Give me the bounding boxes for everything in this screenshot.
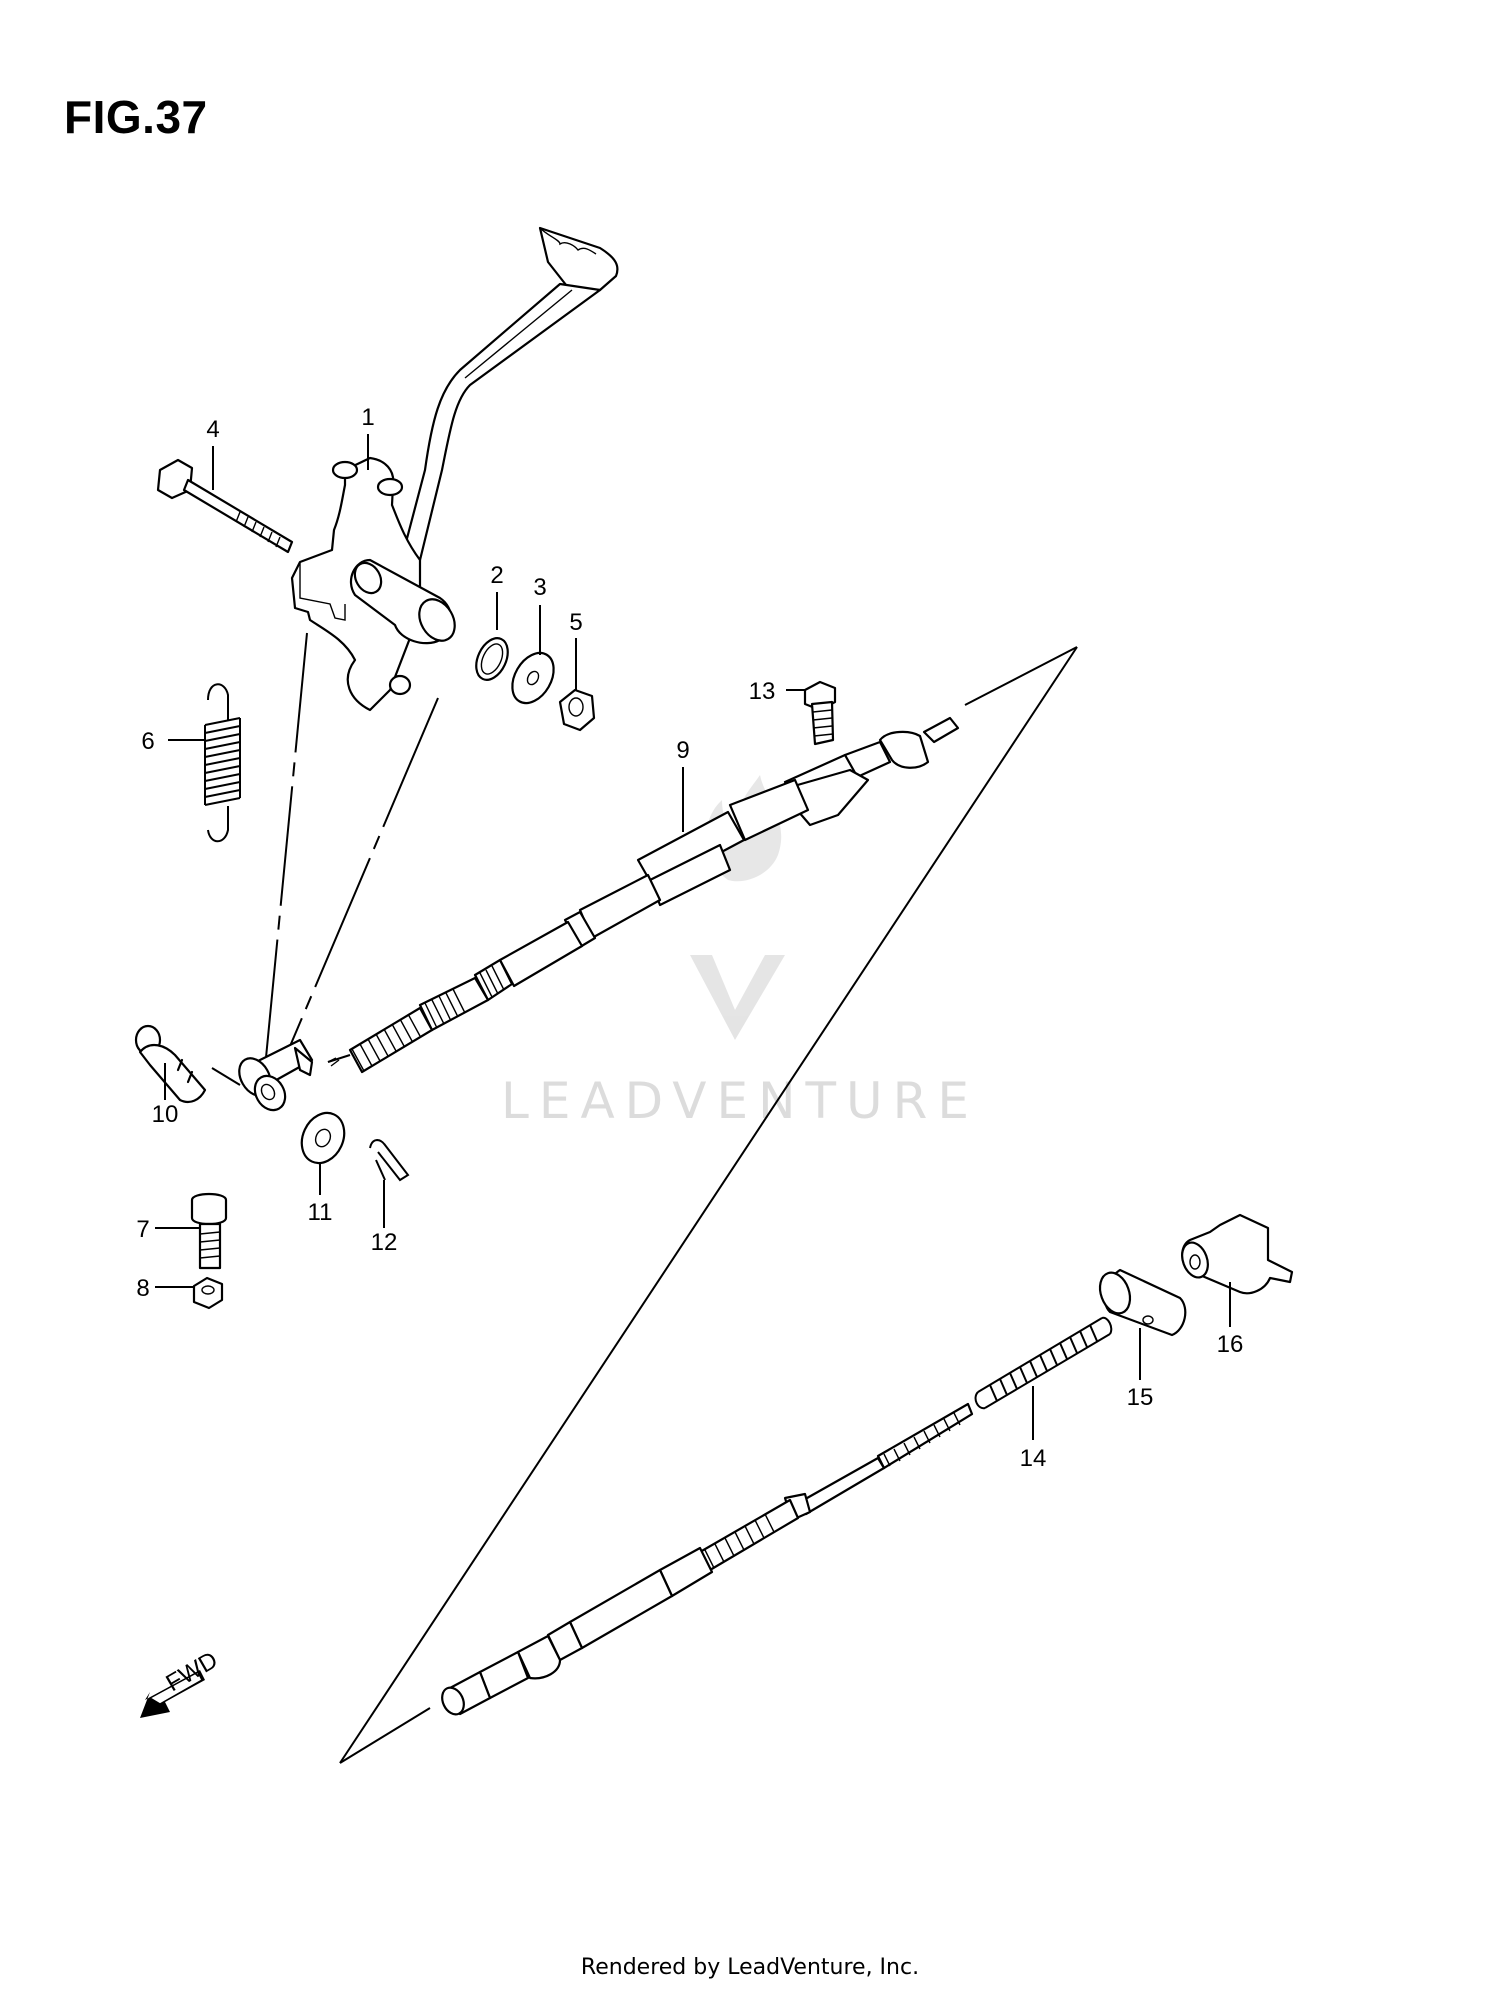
fwd-label: FWD <box>162 1646 223 1697</box>
callout-11: 11 <box>308 1199 333 1226</box>
callout-10: 10 <box>152 1101 179 1128</box>
callout-6: 6 <box>141 728 154 755</box>
cable-clevis[interactable] <box>233 1038 314 1116</box>
callout-5: 5 <box>569 609 582 636</box>
adjuster-nut[interactable] <box>192 1276 224 1310</box>
footer-credit: Rendered by LeadVenture, Inc. <box>580 1955 920 1980</box>
callout-3: 3 <box>533 574 546 601</box>
cable-spring[interactable] <box>974 1316 1113 1410</box>
cotter-clip[interactable] <box>369 1139 410 1182</box>
assembly-triangle <box>339 646 1078 1764</box>
forward-arrow-icon: FWD <box>140 1646 222 1718</box>
adjuster-bolt[interactable] <box>190 1192 228 1270</box>
clevis-washer[interactable] <box>294 1106 352 1170</box>
callout-4: 4 <box>206 416 219 443</box>
callout-labels: 1 2 3 4 5 6 7 8 9 10 11 12 13 14 15 16 <box>136 404 1243 1472</box>
dashed-guide-lines <box>264 632 439 1069</box>
watermark-text: LEADVENTURE <box>501 1072 979 1130</box>
callout-8: 8 <box>136 1275 149 1302</box>
nut[interactable] <box>558 688 596 732</box>
o-ring[interactable] <box>470 633 514 685</box>
bracket-bolt[interactable] <box>803 680 837 746</box>
cable-collar[interactable] <box>1095 1268 1187 1337</box>
figure-title: FIG.37 <box>64 91 208 143</box>
callout-2: 2 <box>490 562 503 589</box>
brake-cable-front[interactable] <box>327 716 960 1074</box>
brake-pedal-lever[interactable] <box>290 226 619 712</box>
callout-9: 9 <box>676 737 689 764</box>
clevis-pin[interactable] <box>134 1024 241 1104</box>
callout-14: 14 <box>1020 1445 1047 1472</box>
v-logo-icon <box>690 955 785 1040</box>
callout-15: 15 <box>1127 1384 1154 1411</box>
return-spring[interactable] <box>204 683 241 843</box>
pivot-bolt[interactable] <box>156 458 294 554</box>
callout-13: 13 <box>749 678 776 705</box>
callout-12: 12 <box>371 1229 398 1256</box>
cable-end-bracket[interactable] <box>1178 1213 1294 1295</box>
callout-7: 7 <box>136 1216 149 1243</box>
callout-leaders <box>155 434 1231 1440</box>
washer[interactable] <box>504 646 562 711</box>
brake-cable-rear[interactable] <box>438 1402 974 1718</box>
callout-1: 1 <box>361 404 374 431</box>
callout-16: 16 <box>1217 1331 1244 1358</box>
